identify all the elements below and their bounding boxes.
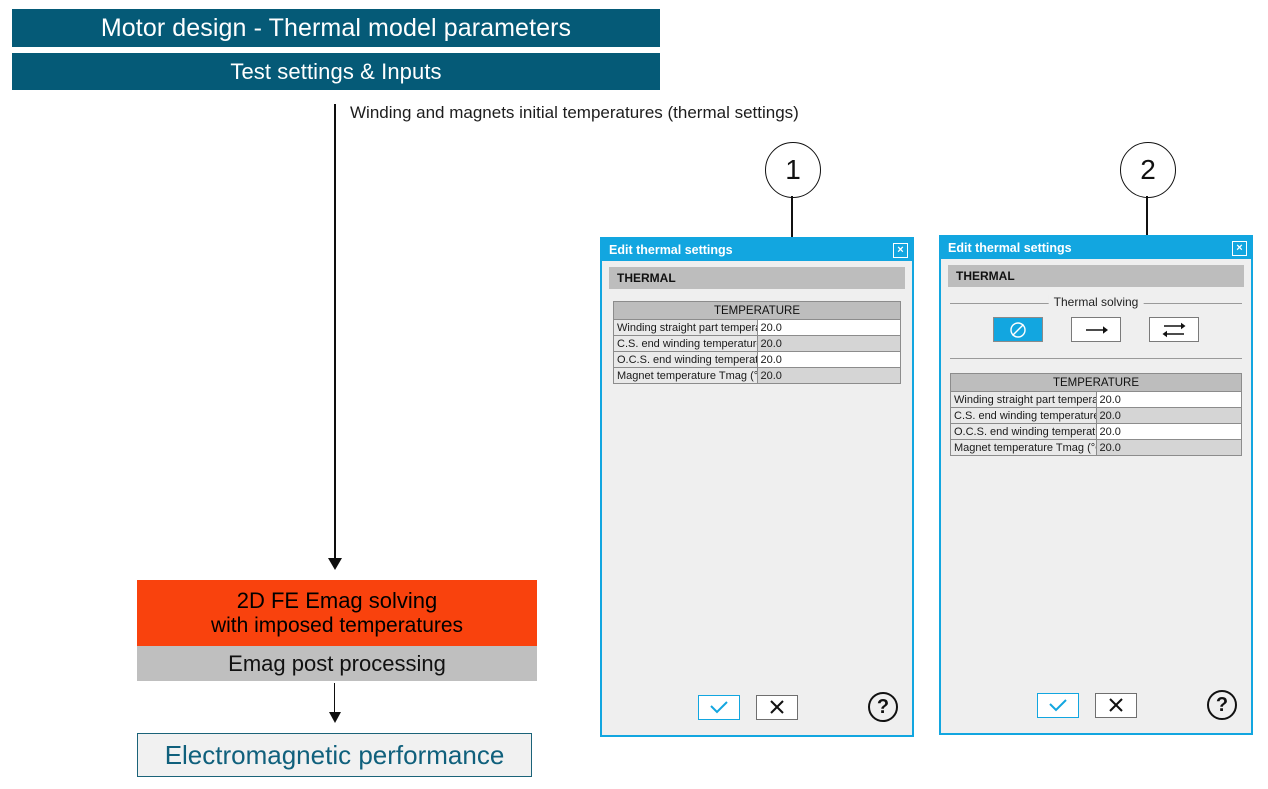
thermal-solving-group: Thermal solving	[948, 295, 1244, 359]
flow-box-emag-line1: 2D FE Emag solving	[236, 587, 438, 613]
dialog2-footer: ?	[941, 685, 1251, 725]
flow-trunk-arrowhead	[328, 558, 342, 570]
row-value[interactable]: 20.0	[756, 335, 901, 352]
close-icon[interactable]: ×	[1232, 240, 1247, 256]
flow-link-arrowhead	[329, 712, 341, 723]
dialog2-section-thermal: THERMAL	[948, 265, 1244, 287]
edit-thermal-settings-dialog-1[interactable]: Edit thermal settings × THERMAL TEMPERAT…	[600, 237, 914, 737]
table-row[interactable]: Winding straight part temperature (°C) 2…	[613, 319, 901, 336]
row-value[interactable]: 20.0	[756, 319, 901, 336]
no-solving-icon	[1010, 321, 1026, 338]
ok-button[interactable]	[1037, 692, 1079, 718]
ok-button[interactable]	[698, 694, 740, 720]
row-label: Magnet temperature Tmag (°C)	[613, 367, 758, 384]
row-value[interactable]: 20.0	[756, 351, 901, 368]
dialog1-titlebar[interactable]: Edit thermal settings ×	[602, 239, 912, 261]
row-label: Magnet temperature Tmag (°C)	[950, 439, 1097, 456]
dialog2-body: THERMAL Thermal solving	[941, 259, 1251, 733]
help-button[interactable]: ?	[1207, 690, 1237, 720]
row-value[interactable]: 20.0	[1095, 423, 1242, 440]
callout-stem-1	[791, 196, 793, 246]
callout-marker-1: 1	[765, 142, 821, 198]
callout-stem-2	[1146, 196, 1148, 246]
group-top-rule: Thermal solving	[950, 295, 1242, 309]
table-row[interactable]: O.C.S. end winding temperature (°C) 20.0	[613, 351, 901, 368]
edit-thermal-settings-dialog-2[interactable]: Edit thermal settings × THERMAL Thermal …	[939, 235, 1253, 735]
cancel-button[interactable]	[1095, 692, 1137, 718]
close-icon[interactable]: ×	[893, 242, 908, 258]
row-value[interactable]: 20.0	[1095, 391, 1242, 408]
flow-box-emag-line2: with imposed temperatures	[210, 613, 464, 637]
row-label: Winding straight part temperature (°C)	[950, 391, 1097, 408]
table-row[interactable]: Winding straight part temperature (°C) 2…	[950, 391, 1242, 408]
dialog1-footer-buttons	[628, 694, 868, 720]
two-way-solving-button[interactable]	[1149, 317, 1199, 342]
row-value[interactable]: 20.0	[1095, 439, 1242, 456]
flow-trunk-line	[334, 104, 336, 562]
dialog2-title: Edit thermal settings	[948, 241, 1072, 255]
table-row[interactable]: Magnet temperature Tmag (°C) 20.0	[950, 439, 1242, 456]
row-value[interactable]: 20.0	[1095, 407, 1242, 424]
dialog2-table-header: TEMPERATURE	[950, 373, 1242, 392]
dialog2-temperature-table: TEMPERATURE Winding straight part temper…	[950, 373, 1242, 456]
dialog1-body: THERMAL TEMPERATURE Winding straight par…	[602, 261, 912, 735]
page-subtitle: Test settings & Inputs	[12, 53, 660, 90]
dialog2-footer-buttons	[967, 692, 1207, 718]
row-label: C.S. end winding temperature (°C)	[950, 407, 1097, 424]
one-way-solving-button[interactable]	[1071, 317, 1121, 342]
callout-marker-2: 2	[1120, 142, 1176, 198]
table-row[interactable]: C.S. end winding temperature (°C) 20.0	[950, 407, 1242, 424]
help-button[interactable]: ?	[868, 692, 898, 722]
row-value[interactable]: 20.0	[756, 367, 901, 384]
dialog1-footer: ?	[602, 687, 912, 727]
flow-box-electromagnetic-performance: Electromagnetic performance	[137, 733, 532, 777]
row-label: Winding straight part temperature (°C)	[613, 319, 758, 336]
close-x-icon	[1109, 698, 1123, 712]
dialog1-section-thermal: THERMAL	[609, 267, 905, 289]
no-solving-icon-button[interactable]	[993, 317, 1043, 342]
check-icon	[1049, 699, 1067, 712]
flow-box-post-processing: Emag post processing	[137, 646, 537, 681]
cancel-button[interactable]	[756, 694, 798, 720]
row-label: O.C.S. end winding temperature (°C)	[950, 423, 1097, 440]
flow-box-emag-solving: 2D FE Emag solving with imposed temperat…	[137, 580, 537, 646]
flow-link-line	[334, 683, 336, 716]
dialog1-temperature-table-wrap: TEMPERATURE Winding straight part temper…	[609, 301, 905, 384]
flow-caption: Winding and magnets initial temperatures…	[350, 103, 799, 122]
table-row[interactable]: O.C.S. end winding temperature (°C) 20.0	[950, 423, 1242, 440]
dialog1-title: Edit thermal settings	[609, 243, 733, 257]
check-icon	[710, 701, 728, 714]
close-x-icon	[770, 700, 784, 714]
dialog1-table-header: TEMPERATURE	[613, 301, 901, 320]
dialog2-temperature-table-wrap: TEMPERATURE Winding straight part temper…	[948, 373, 1244, 456]
two-way-arrow-icon	[1162, 322, 1186, 337]
dialog1-temperature-table: TEMPERATURE Winding straight part temper…	[613, 301, 901, 384]
thermal-solving-legend: Thermal solving	[1048, 295, 1144, 309]
row-label: O.C.S. end winding temperature (°C)	[613, 351, 758, 368]
page-title: Motor design - Thermal model parameters	[12, 9, 660, 47]
table-row[interactable]: Magnet temperature Tmag (°C) 20.0	[613, 367, 901, 384]
row-label: C.S. end winding temperature (°C)	[613, 335, 758, 352]
one-way-arrow-icon	[1086, 325, 1108, 334]
thermal-solving-options	[948, 304, 1244, 358]
dialog2-titlebar[interactable]: Edit thermal settings ×	[941, 237, 1251, 259]
group-bottom-rule	[950, 358, 1242, 359]
table-row[interactable]: C.S. end winding temperature (°C) 20.0	[613, 335, 901, 352]
